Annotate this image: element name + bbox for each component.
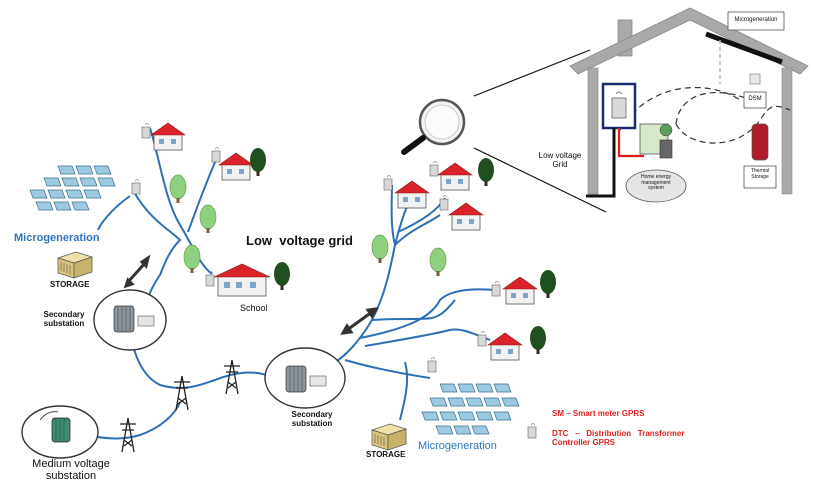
- microgeneration-roof-label: Microgeneration: [734, 17, 778, 23]
- low-voltage-grid-label: Low voltage grid: [246, 233, 353, 248]
- solar-panels-left: [29, 165, 116, 211]
- secondary-substation-mid-label: Secondary substation: [282, 410, 342, 429]
- medium-voltage-line2: substation: [45, 470, 97, 483]
- legend-sm: SM – Smart meter GPRS: [552, 409, 645, 418]
- storage-left-label: STORAGE: [50, 280, 90, 289]
- storage-icon-bottom: [371, 423, 407, 451]
- home-energy-line2: management: [641, 179, 671, 186]
- solar-panels-bottom: [421, 383, 520, 435]
- thermal-storage-label: Thermal Storage: [744, 168, 776, 180]
- pylon-icons: [119, 359, 241, 453]
- house-low-voltage-line1: Low voltage: [538, 151, 582, 160]
- school-icon: [213, 263, 271, 297]
- storage-bottom-label: STORAGE: [366, 450, 406, 459]
- house-low-voltage-line2: Grid: [552, 159, 568, 169]
- legend-dtc-line2: Controller GPRS: [552, 437, 616, 447]
- medium-voltage-line1: Medium voltage: [32, 458, 110, 470]
- house-detail: [569, 7, 809, 203]
- thermal-storage-line1: Thermal: [750, 168, 770, 174]
- storage-icon-left: [57, 251, 93, 279]
- home-energy-line1: Home energy: [640, 174, 671, 180]
- legend-dtc-line1: DTC – Distribution Transformer: [552, 429, 685, 438]
- substation-middle: [264, 347, 346, 409]
- secondary-substation-left-label: Secondary substation: [34, 310, 94, 329]
- arrow-icons: [123, 254, 379, 335]
- home-energy-label: Home energy management system: [628, 174, 684, 192]
- thermal-storage-line2: Storage: [751, 173, 769, 180]
- substation-left: [93, 289, 167, 351]
- house-low-voltage-grid-label: Low voltage Grid: [530, 151, 590, 170]
- magnifier-icon: [401, 49, 607, 213]
- school-label: School: [240, 303, 268, 313]
- substation-medium-voltage: [21, 405, 99, 459]
- home-energy-line3: system: [648, 185, 664, 191]
- microgeneration-left-label: Microgeneration: [14, 232, 100, 244]
- legend-dtc: DTC – Distribution Transformer Controlle…: [552, 429, 685, 448]
- microgeneration-bottom-label: Microgeneration: [418, 440, 497, 452]
- medium-voltage-substation-label: Medium voltage substation: [16, 458, 126, 482]
- secondary-substation-mid-line1: Secondary: [291, 410, 333, 419]
- secondary-substation-left-line1: Secondary: [43, 310, 85, 319]
- dsm-label: DSM: [748, 96, 762, 102]
- secondary-substation-left-line2: substation: [43, 318, 85, 328]
- secondary-substation-mid-line2: substation: [291, 418, 333, 428]
